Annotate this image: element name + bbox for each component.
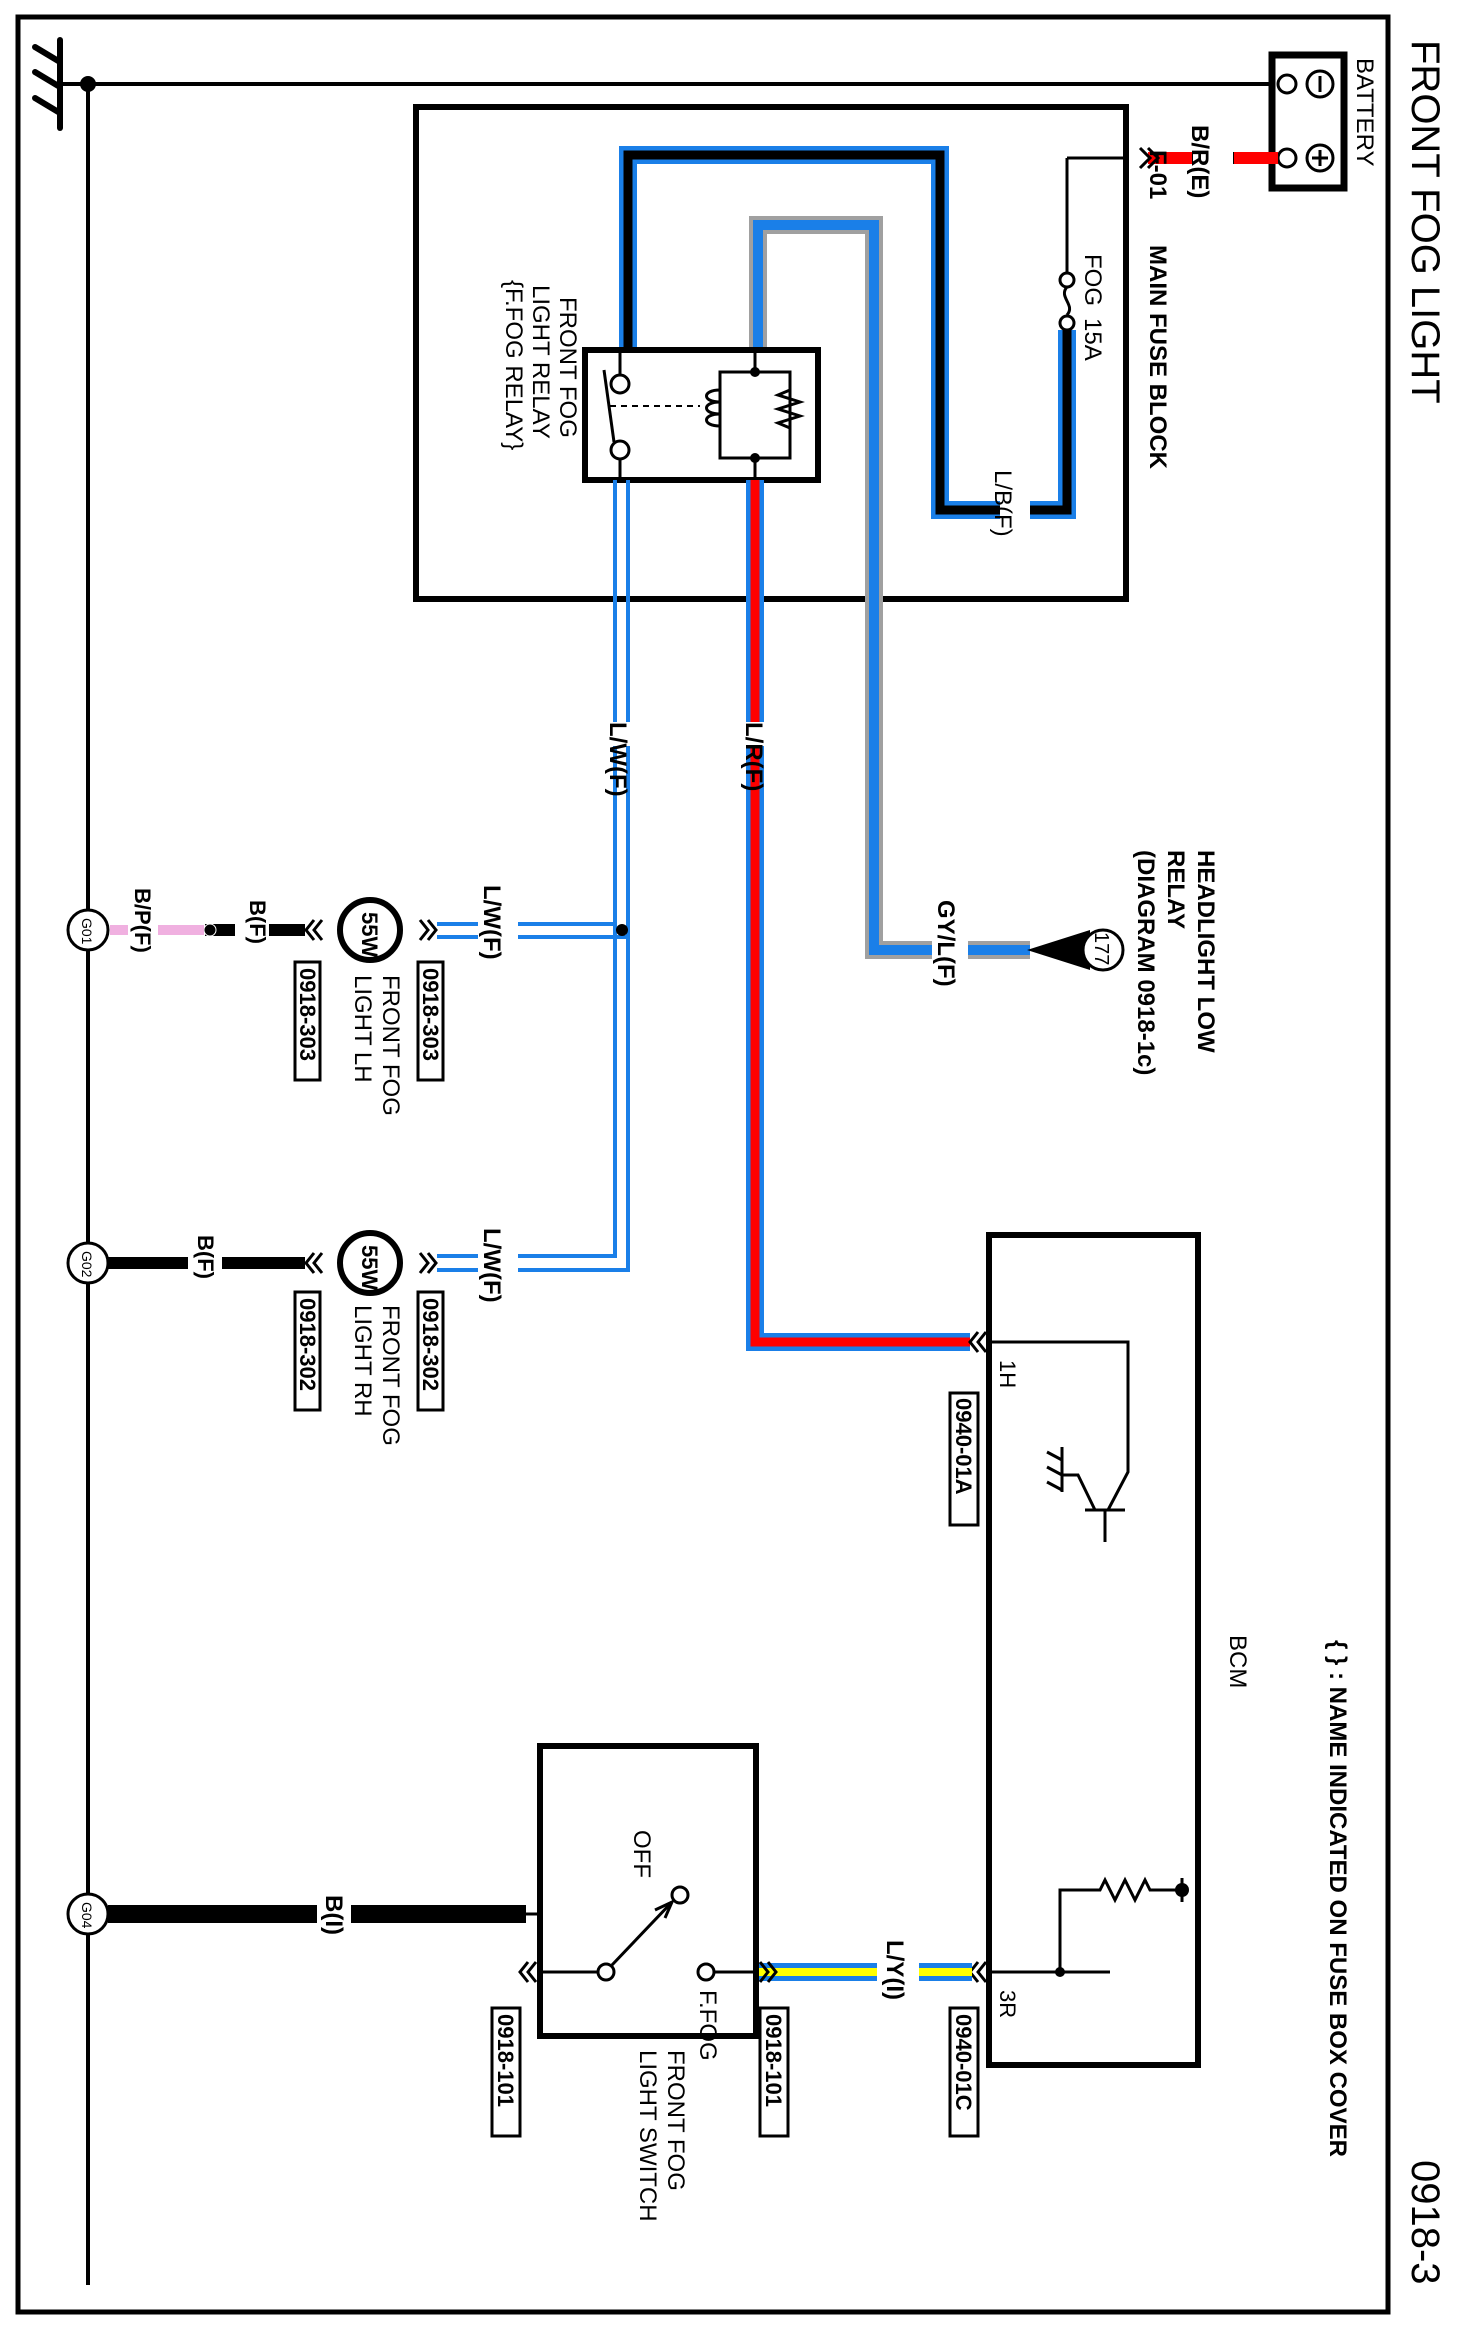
- wire-label-l-y-i: L/Y(I): [881, 1940, 908, 2000]
- fuse-block-label: MAIN FUSE BLOCK: [1144, 245, 1171, 470]
- fog-rh-line2: LIGHT RH: [349, 1305, 376, 1417]
- wire-label-b-i: B(I): [320, 1895, 347, 1935]
- fog-lh-wattage: 55W: [357, 912, 382, 957]
- connector-chevron-icon: [418, 1252, 438, 1274]
- battery-label: BATTERY: [1351, 58, 1378, 166]
- switch-connector-in-box: [490, 2006, 522, 2138]
- headlight-relay-line1: HEADLIGHT LOW: [1192, 850, 1219, 1053]
- fog-lh-connector-in: 0918-303: [418, 968, 443, 1061]
- fuse-box-note: { } : NAME INDICATED ON FUSE BOX COVER: [1324, 1640, 1351, 2157]
- wire-label-gy-l-f: GY/L(F): [932, 900, 959, 987]
- battery: [1268, 51, 1348, 192]
- ground-g04: [66, 1892, 110, 1936]
- ground-symbol-icon: [32, 37, 63, 131]
- wire-label-lh-ground-b: B(F): [245, 900, 270, 944]
- ground-g02: [66, 1241, 110, 1285]
- fog-rh-line1: FRONT FOG: [377, 1305, 404, 1446]
- wire-label-lh-feed: L/W(F): [478, 885, 505, 960]
- headlight-relay-arrow-icon: [1027, 930, 1090, 970]
- wire-label-l-w-f: L/W(F): [604, 722, 631, 797]
- connector-chevron-icon: [304, 919, 324, 941]
- switch-line2: LIGHT SWITCH: [634, 2050, 661, 2222]
- fog-lh-connector-out-box: [293, 960, 322, 1082]
- switch-pos-on: F.FOG: [694, 1990, 721, 2061]
- fuse-rating: 15A: [1079, 318, 1106, 361]
- fog-lh-connector-in-box: [416, 960, 445, 1082]
- bcm-pin-1h: 1H: [995, 1360, 1020, 1388]
- fuse-block-connector: F-01: [1144, 150, 1171, 199]
- wire-label-l-b-f: L/B(F): [989, 470, 1016, 537]
- connector-chevron-icon: [418, 919, 438, 941]
- fuse-name: FOG: [1079, 254, 1106, 306]
- bcm-connector-c: 0940-01C: [951, 2014, 976, 2111]
- wire-gy-l-f: [749, 216, 1030, 959]
- bcm-connector-a: 0940-01A: [951, 1398, 976, 1495]
- fog-lh-line1: FRONT FOG: [377, 975, 404, 1116]
- wire-label-lh-ground-bp: B/P(F): [130, 888, 155, 953]
- fog-rh-wattage: 55W: [357, 1245, 382, 1290]
- headlight-relay-line2: RELAY: [1162, 850, 1189, 929]
- fuse-icon: [1058, 271, 1076, 332]
- headlight-relay-ref: 177: [1090, 932, 1112, 965]
- connector-chevron-icon: [968, 1961, 988, 1983]
- fog-lh-connector-out: 0918-303: [295, 968, 320, 1061]
- switch-connector-out-box: [758, 2006, 790, 2138]
- fog-rh-connector-out-box: [293, 1290, 322, 1412]
- switch-connector-out: 0918-101: [761, 2014, 786, 2107]
- wire-label-rh-ground: B(F): [193, 1235, 218, 1279]
- page-code: 0918-3: [1403, 2160, 1447, 2285]
- bcm-connector-c-box: [948, 2006, 980, 2138]
- fog-lamp-lh-icon: [337, 897, 403, 963]
- bcm-box: [986, 1232, 1201, 2068]
- wire-label-l-r-f: L/R(F): [740, 722, 767, 791]
- main-fuse-block: [413, 104, 1129, 602]
- relay-coil-icon: [705, 388, 721, 428]
- bcm-connector-a-box: [948, 1391, 980, 1527]
- bcm-pullup-icon: [992, 1876, 1184, 1974]
- relay-line1: FRONT FOG: [554, 297, 581, 438]
- ground-g02-label: G02: [79, 1251, 95, 1278]
- connector-chevron-icon: [1138, 146, 1161, 170]
- wire-label-b-r-e: B/R(E): [1186, 125, 1213, 198]
- headlight-relay-ref-circle: [1081, 928, 1125, 972]
- switch-contact-icon: [543, 1885, 756, 1982]
- wire-splice-dot: [616, 924, 628, 936]
- connector-chevron-icon: [518, 1961, 538, 1983]
- fog-rh-connector-in: 0918-302: [418, 1298, 443, 1391]
- fog-rh-connector-in-box: [416, 1290, 445, 1412]
- fog-switch-box: [537, 1743, 759, 2039]
- fog-rh-connector-out: 0918-302: [295, 1298, 320, 1391]
- bcm-pin-3r: 3R: [995, 1990, 1020, 2018]
- diagram-title: FRONT FOG LIGHT: [1403, 40, 1447, 404]
- fog-lh-line2: LIGHT LH: [349, 975, 376, 1083]
- fog-relay: [582, 347, 821, 483]
- bcm-label: BCM: [1224, 1635, 1251, 1688]
- connector-chevron-icon: [758, 1961, 778, 1983]
- ground-g04-label: G04: [79, 1902, 95, 1929]
- connector-chevron-icon: [968, 1331, 988, 1353]
- relay-line3: {F.FOG RELAY}: [500, 280, 527, 450]
- connector-chevron-icon: [304, 1252, 324, 1274]
- bcm-transistor-icon: [992, 1340, 1130, 1542]
- headlight-relay-line3: (DIAGRAM 0918-1c): [1132, 850, 1159, 1075]
- switch-line1: FRONT FOG: [662, 2050, 689, 2191]
- relay-line2: LIGHT RELAY: [527, 285, 554, 439]
- relay-resistor-icon: [773, 388, 805, 430]
- switch-connector-in: 0918-101: [493, 2014, 518, 2107]
- fog-lamp-rh-icon: [337, 1230, 403, 1296]
- switch-pos-off: OFF: [628, 1830, 655, 1878]
- ground-g01: [66, 908, 110, 952]
- wire-joint-dot: [203, 923, 217, 937]
- ground-g01-label: G01: [79, 918, 95, 945]
- wire-label-rh-feed: L/W(F): [478, 1228, 505, 1303]
- page-frame: [15, 14, 1391, 2315]
